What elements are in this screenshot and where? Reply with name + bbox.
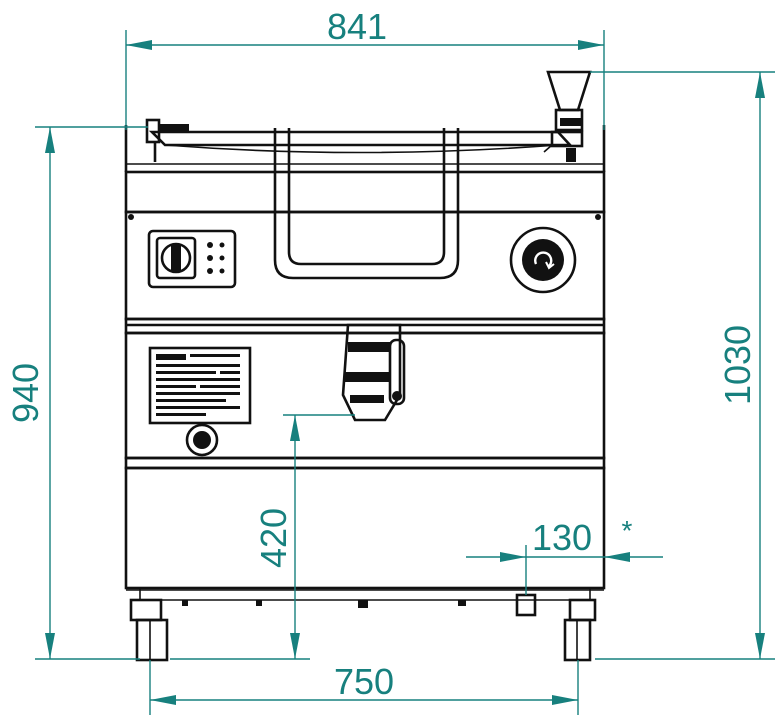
rotary-switch <box>147 229 237 289</box>
dim-label-leg-span: 750 <box>334 661 394 702</box>
dim-label-side-offset-marker: * <box>622 515 633 546</box>
lid-handle <box>273 128 460 280</box>
lid-hinge-left <box>145 118 189 162</box>
water-faucet <box>543 70 592 162</box>
leg-left <box>129 598 169 662</box>
dim-label-pour-height: 420 <box>253 508 294 568</box>
data-plate <box>148 346 252 425</box>
pouring-spout <box>341 323 406 422</box>
machine-outline <box>124 70 606 662</box>
dimension-lines <box>35 30 775 715</box>
dim-label-height-to-rim: 940 <box>5 363 46 423</box>
upper-frame <box>124 170 606 214</box>
lid-rim <box>148 130 573 147</box>
leg-right <box>563 598 597 662</box>
dim-label-side-offset: 130 <box>532 517 592 558</box>
lower-base <box>124 466 606 590</box>
dim-label-overall-height: 1030 <box>717 325 758 405</box>
tilt-knob <box>509 226 577 294</box>
emergency-button <box>185 423 219 457</box>
dim-label-overall-width: 841 <box>327 6 387 47</box>
